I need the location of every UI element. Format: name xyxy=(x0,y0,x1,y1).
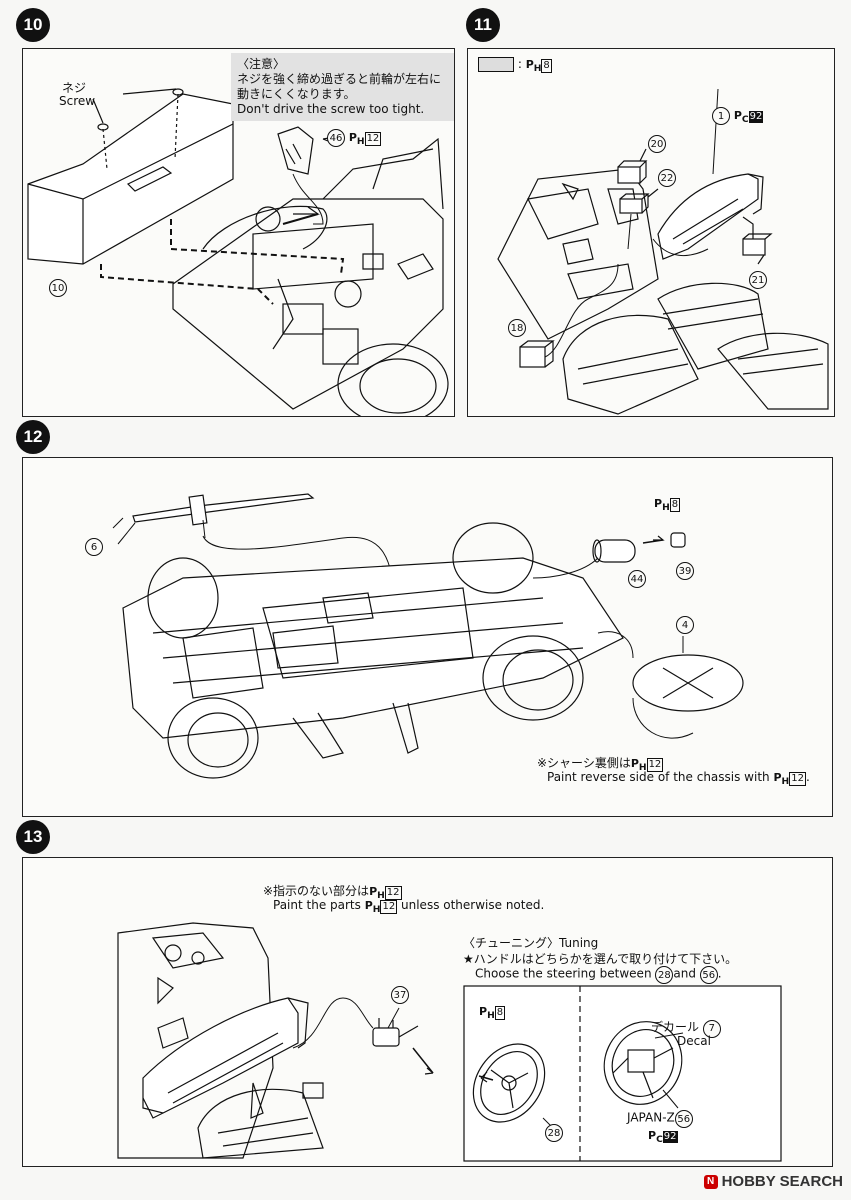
unless-noted-paint-jp: 12 xyxy=(384,886,402,900)
paint-symbol: PH xyxy=(525,58,542,75)
part-46-ref: 46 xyxy=(327,129,345,147)
chassis-note-en: Paint reverse side of the chassis with P… xyxy=(547,770,810,788)
part-10-ref: 10 xyxy=(49,279,67,297)
part-56-ref: 56 xyxy=(674,1110,693,1128)
step-13-badge: 13 xyxy=(16,820,50,854)
paint-1-code: 92 xyxy=(748,110,764,123)
hobby-search-watermark: N HOBBY SEARCH xyxy=(703,1173,843,1190)
decal-jp: デカール 7 xyxy=(651,1018,721,1038)
tuning-56-ref: 56 xyxy=(699,966,718,984)
paint-39-code: 8 xyxy=(669,498,681,512)
part-4-callout: 4 xyxy=(676,616,694,634)
paint-symbol: PH xyxy=(364,899,381,916)
part-28-ref: 28 xyxy=(545,1124,563,1142)
japanz-label: JAPAN-Z xyxy=(627,1110,675,1125)
swatch-fill xyxy=(478,57,514,72)
part-39-ref: 39 xyxy=(676,562,694,580)
part-44-ref: 44 xyxy=(628,570,646,588)
part-1-ref: 1 xyxy=(712,107,730,125)
decal-en: Decal xyxy=(677,1034,711,1048)
part-21-callout: 21 xyxy=(749,271,767,289)
screw-label-jp: ネジ xyxy=(62,81,87,95)
paint-56-callout: PC92 xyxy=(648,1128,678,1145)
part-37-callout: 37 xyxy=(391,986,409,1004)
part-4-ref: 4 xyxy=(676,616,694,634)
caution-jp-line-1: ネジを強く締め過ぎると前輪が左右に xyxy=(237,72,442,86)
paint-symbol: PH xyxy=(773,771,790,788)
part-44-callout: 44 xyxy=(628,570,646,588)
part-18-callout: 18 xyxy=(508,319,526,337)
paint-symbol: PH xyxy=(654,497,670,514)
tuning-28-ref: 28 xyxy=(655,966,674,984)
unless-noted-paint-en: 12 xyxy=(380,900,398,914)
part-37-ref: 37 xyxy=(391,986,409,1004)
paint-symbol: PH xyxy=(369,885,385,902)
part-39-callout: 39 xyxy=(676,562,694,580)
swatch-paint-code: 8 xyxy=(541,59,552,73)
step-10-panel: ネジ Screw 〈注意〉 ネジを強く締め過ぎると前輪が左右に 動きにくくなりま… xyxy=(22,48,455,417)
step-11-illustration xyxy=(497,88,829,415)
step-13-illustration xyxy=(117,922,782,1162)
part-10-callout: 10 xyxy=(49,279,67,297)
step-10-illustration xyxy=(27,88,449,416)
part-6-ref: 6 xyxy=(85,538,103,556)
caution-en: Don't drive the screw too tight. xyxy=(237,102,425,116)
paint-46-code: 12 xyxy=(364,131,382,146)
step-12-illustration xyxy=(112,493,744,779)
part-22-callout: 22 xyxy=(658,169,676,187)
decal-ref: 7 xyxy=(702,1019,721,1038)
part-6-callout: 6 xyxy=(85,538,103,556)
paint-symbol: PH xyxy=(479,1005,495,1022)
part-28-callout: 28 xyxy=(545,1124,563,1142)
screw-label-en: Screw xyxy=(59,94,96,108)
paint-28-code: 8 xyxy=(494,1006,506,1020)
caution-jp-line-2: 動きにくくなります。 xyxy=(237,87,356,101)
caution-title: 〈注意〉 xyxy=(237,57,286,71)
part-21-ref: 21 xyxy=(749,271,767,289)
step-10-badge: 10 xyxy=(16,8,50,42)
part-22-ref: 22 xyxy=(658,169,676,187)
paint-symbol: PH xyxy=(348,130,365,147)
tuning-title: 〈チューニング〉Tuning xyxy=(463,936,599,950)
step-11-badge: 11 xyxy=(466,8,500,42)
tuning-jp: ★ハンドルはどちらかを選んで取り付けて下さい。 xyxy=(463,952,738,966)
chassis-paint-jp: 12 xyxy=(646,758,664,772)
step-12-badge: 12 xyxy=(16,420,50,454)
chassis-paint-en: 12 xyxy=(789,772,806,786)
hobby-search-logo-icon: N xyxy=(703,1174,718,1189)
paint-symbol: PH xyxy=(630,757,647,774)
paint-symbol: PC xyxy=(648,1129,663,1146)
part-1-callout: 1 PC92 xyxy=(712,107,764,125)
paint-56-code: 92 xyxy=(662,1131,678,1143)
paint-symbol: PC xyxy=(733,108,749,125)
caution-note: 〈注意〉 ネジを強く締め過ぎると前輪が左右に 動きにくくなります。 Don't … xyxy=(231,53,454,121)
part-20-callout: 20 xyxy=(648,135,666,153)
part-20-ref: 20 xyxy=(648,135,666,153)
part-18-ref: 18 xyxy=(508,319,526,337)
